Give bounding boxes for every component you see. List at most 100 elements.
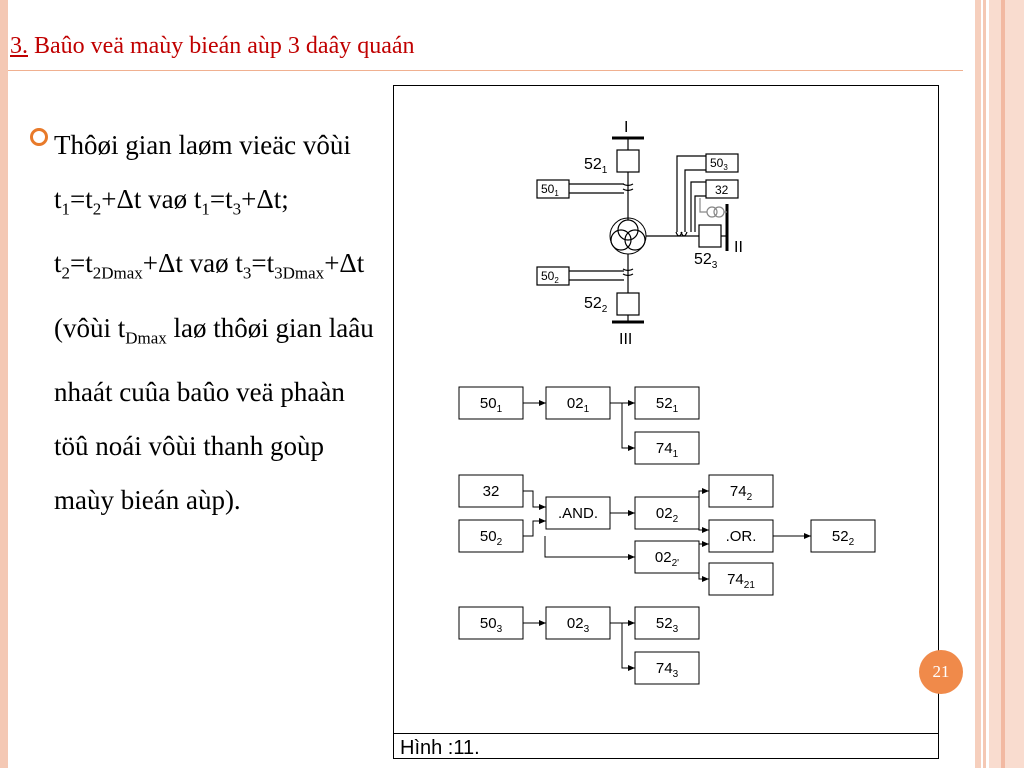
diagram-svg: I II III 521 523 522 501 502 503 32 501 0…	[458, 119, 876, 685]
logic-50-3-box	[458, 606, 524, 640]
logic-74-3-box	[634, 651, 700, 685]
relay-32-directional	[705, 179, 739, 199]
logic-wire	[698, 541, 709, 557]
body-text-fragment: 2Dmax	[92, 263, 143, 283]
logic-wire	[698, 488, 709, 513]
body-text-fragment: Δ	[116, 184, 134, 214]
body-text-fragment: laø thôøi gian laâu nhaát cuûa baûo veä …	[54, 312, 374, 516]
relay-label-32: 32	[715, 183, 729, 197]
breaker-label-52-1: 521	[584, 156, 608, 176]
body-text-fragment: Dmax	[125, 328, 167, 348]
ct-icon	[675, 231, 688, 237]
body-text-fragment: 1	[201, 199, 210, 219]
logic-74-3-label: 743	[656, 660, 679, 680]
caption-divider	[393, 733, 939, 734]
breaker-52-2	[616, 292, 640, 316]
body-text-fragment: Δ	[339, 248, 357, 279]
bus-label-II: II	[734, 239, 743, 256]
body-text-fragment: 2	[92, 199, 102, 219]
relay-label-50-3: 503	[710, 156, 728, 172]
logic-52-2-label: 522	[832, 528, 855, 548]
logic-74-21-box	[708, 562, 774, 596]
logic-02-1-box	[545, 386, 611, 420]
logic-02-2-label: 022	[656, 505, 679, 525]
right-frame-stripe	[1001, 0, 1005, 768]
body-text-fragment: +	[101, 184, 117, 214]
body-text-fragment: 2	[61, 263, 71, 283]
logic-or-gate-box	[708, 519, 774, 553]
breaker-52-1	[616, 149, 640, 173]
body-text-fragment: =t	[251, 248, 275, 279]
logic-50-1-box	[458, 386, 524, 420]
right-frame-stripe	[975, 0, 981, 768]
logic-or-gate-label: .OR.	[726, 528, 757, 545]
logic-74-1-label: 741	[656, 440, 679, 460]
ct-icon	[622, 268, 634, 277]
logic-50-3-label: 503	[480, 615, 503, 635]
right-frame-stripe	[983, 0, 986, 768]
single-line-schematic	[536, 136, 739, 324]
logic-52-3-label: 523	[656, 615, 679, 635]
bus-label-III: III	[619, 331, 632, 348]
body-text-fragment: =t	[70, 248, 93, 279]
logic-wire	[621, 623, 635, 671]
logic-wire	[544, 536, 635, 560]
protection-diagram: I II III 521 523 522 501 502 503 32 501 0…	[393, 85, 939, 759]
body-text-fragment: =t	[70, 184, 93, 214]
bus-label-I: I	[624, 119, 628, 136]
logic-50-2-label: 502	[480, 528, 503, 548]
relay-50-2	[536, 266, 570, 286]
breaker-label-52-2: 522	[584, 295, 608, 315]
logic-52-1-label: 521	[656, 395, 679, 415]
body-text-fragment: t vaø t	[133, 184, 202, 214]
breaker-52-3	[698, 224, 722, 248]
body-text-fragment: =t	[209, 184, 233, 214]
body-text-fragment: Thôøi gian laøm vieäc vôùi t	[54, 130, 351, 214]
logic-02-2-prime-label: 022'	[655, 549, 679, 569]
logic-wire	[698, 557, 709, 582]
figure-caption: Hình :11.	[400, 737, 480, 759]
logic-02-3-box	[545, 606, 611, 640]
slide-title: 3. Baûo veä maùy bieán aùp 3 daây quaán	[10, 33, 415, 60]
logic-wire	[523, 518, 546, 537]
body-text-fragment: 1	[61, 199, 71, 219]
title-text: Baûo veä maùy bieán aùp 3 daây quaán	[28, 33, 415, 59]
title-divider	[8, 70, 963, 71]
logic-74-21-label: 7421	[727, 571, 755, 591]
body-text-fragment: 3	[232, 199, 242, 219]
body-text-fragment: +	[324, 248, 340, 279]
logic-52-1-box	[634, 386, 700, 420]
logic-wire	[698, 513, 709, 533]
body-text-fragment: t; t	[54, 184, 289, 279]
relay-label-50-1: 501	[541, 182, 559, 198]
relay-50-3	[705, 153, 739, 173]
body-text-fragment: +	[241, 184, 257, 214]
body-text-fragment: 3Dmax	[274, 263, 325, 283]
logic-32-box	[458, 474, 524, 508]
relay-label-50-2: 502	[541, 269, 559, 285]
logic-wire	[523, 490, 546, 510]
body-text-fragment: t vaø t	[175, 248, 243, 279]
title-number: 3.	[10, 33, 28, 59]
logic-and-gate-label: .AND.	[558, 505, 598, 522]
breaker-label-52-3: 523	[694, 251, 718, 271]
body-text-fragment: 3	[242, 263, 252, 283]
bullet-circle-icon	[30, 128, 48, 146]
body-text-fragment: Δ	[256, 184, 274, 214]
body-text-fragment: Δ	[158, 248, 176, 279]
logic-74-1-box	[634, 431, 700, 465]
logic-74-2-label: 742	[730, 483, 753, 503]
logic-02-2-prime-box	[634, 540, 700, 574]
logic-wire	[621, 403, 635, 451]
body-paragraph: Thôøi gian laøm vieäc vôùi t1=t2+Δt vaø …	[54, 118, 384, 527]
logic-02-3-label: 023	[567, 615, 590, 635]
right-frame-stripe	[989, 0, 1024, 768]
body-text-fragment: +	[142, 248, 159, 279]
logic-wires	[523, 400, 811, 671]
logic-02-2-box	[634, 496, 700, 530]
logic-32-label: 32	[483, 483, 500, 500]
logic-50-1-label: 501	[480, 395, 503, 415]
page-number-badge: 21	[919, 650, 963, 694]
relay-50-1	[536, 179, 570, 199]
